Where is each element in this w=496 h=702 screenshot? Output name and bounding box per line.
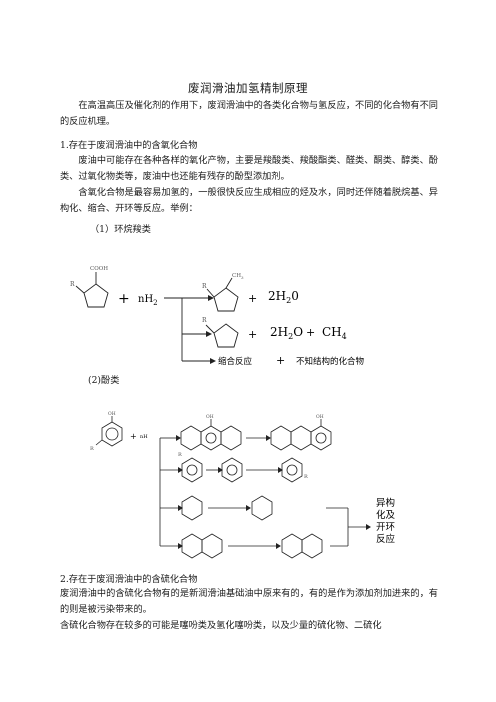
reaction-scheme-2: OH R + nH OH OH R R 异构 化及 开环 反应 (90, 411, 396, 559)
section2-heading: 2.存在于废润滑油中的含硫化合物 (60, 574, 198, 585)
plus-sign-1: + (118, 291, 130, 307)
section2-paragraph-2: 含硫化合物存在较多的可能是噻吩类及氢化噻吩类，以及少量的硫化物、二硫化 (60, 620, 382, 631)
cooh-label: COOH (90, 266, 108, 272)
methane-product: CH4 (322, 325, 347, 341)
section1-paragraph-2: 含氧化合物是最容易加氢的，一般很快反应生成相应的烃及水，同时还伴随着脱烷基、异构… (60, 187, 438, 214)
condensation-label: 缩合反应 (218, 356, 253, 367)
oh-label-product-2: OH (316, 414, 324, 420)
unknown-compound-label: 不知结构的化合物 (296, 356, 365, 367)
water-product-1: 2H20 (268, 289, 299, 305)
r-label-reactant: R (70, 281, 75, 288)
product-ring-1 (213, 287, 239, 312)
r-label-product-2: R (202, 317, 207, 324)
iso-label-line-4: 反应 (376, 533, 396, 545)
section1-heading: 1.存在于废润滑油中的含氧化合物 (60, 140, 198, 151)
oh-label-product-1: OH (206, 414, 214, 420)
section2-paragraph-1: 废润滑油中的含硫化合物有的是新润滑油基础油中原来有的，有的是作为添加剂加进来的，… (60, 588, 438, 615)
reactant-cyclopentane-ring (83, 283, 109, 308)
nh2-label: nH2 (138, 294, 158, 307)
phenol-ring (101, 421, 123, 447)
plus-sign-2: + (248, 292, 257, 305)
r-label-product-2: R (304, 474, 308, 480)
oh-label-reactant: OH (108, 411, 116, 417)
product-ring-2 (213, 323, 239, 348)
r-label-product-1: R (178, 452, 182, 458)
iso-label-line-1: 异构 (376, 497, 395, 509)
water-product-2: 2H2O (270, 325, 303, 341)
subheading-phenols: (2)酚类 (88, 375, 120, 386)
iso-label-line-2: 化及 (376, 509, 396, 521)
page-title: 废润滑油加氢精制原理 (188, 81, 308, 95)
reaction-scheme-1: COOH R + nH2 CH3 R + 2H20 R + 2H2O + CH4… (70, 266, 365, 367)
section1-paragraph-1: 废油中可能存在各种各样的氧化产物，主要是羧酸类、羧酸酯类、醛类、酮类、醇类、酚类… (60, 155, 438, 182)
intro-paragraph: 在高温高压及催化剂的作用下，废润滑油中的各类化合物与氢反应，不同的化合物有不同的… (60, 100, 438, 127)
r-label-phenol: R (90, 446, 94, 452)
plus-sign-scheme2: + (130, 432, 137, 441)
r-label-product-1: R (202, 283, 207, 290)
h2-label-scheme2: nH (140, 434, 148, 440)
ch3-label: CH3 (232, 273, 244, 280)
plus-sign-5: + (276, 354, 285, 367)
iso-label-line-3: 开环 (376, 522, 395, 533)
plus-sign-3: + (248, 328, 257, 341)
plus-sign-4: + (306, 326, 315, 339)
subheading-naphthenic-acids: （1）环烷羧类 (90, 224, 151, 235)
